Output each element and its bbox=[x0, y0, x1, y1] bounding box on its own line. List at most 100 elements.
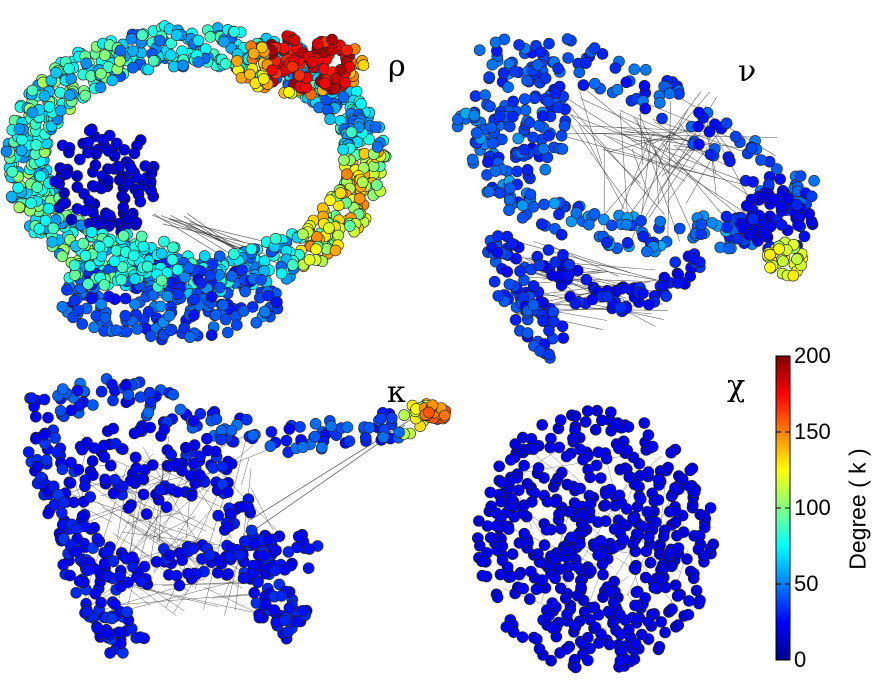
network-node bbox=[225, 424, 238, 437]
network-node bbox=[122, 212, 135, 225]
network-node bbox=[495, 476, 508, 488]
network-node bbox=[630, 528, 643, 540]
network-node bbox=[563, 258, 576, 271]
network-node bbox=[303, 543, 316, 555]
network-node bbox=[247, 47, 260, 60]
network-edge bbox=[630, 91, 702, 187]
network-node bbox=[694, 594, 706, 607]
network-node bbox=[50, 446, 63, 458]
network-node bbox=[660, 290, 673, 303]
network-node bbox=[764, 261, 776, 274]
network-node bbox=[65, 213, 78, 226]
network-node bbox=[266, 64, 278, 76]
network-edge bbox=[127, 577, 250, 611]
network-node bbox=[690, 584, 703, 597]
network-node bbox=[706, 217, 719, 229]
network-node bbox=[325, 420, 337, 433]
network-node bbox=[34, 170, 47, 182]
network-node bbox=[740, 200, 753, 212]
network-node bbox=[577, 519, 589, 532]
network-node bbox=[188, 309, 200, 321]
network-node bbox=[143, 386, 156, 399]
network-node bbox=[87, 206, 99, 219]
network-node bbox=[650, 516, 662, 529]
network-node bbox=[29, 410, 42, 423]
network-node bbox=[557, 249, 569, 261]
network-edge bbox=[241, 457, 250, 485]
network-node bbox=[209, 445, 222, 458]
network-node bbox=[239, 535, 251, 548]
panel-label-chi: χ bbox=[727, 369, 746, 404]
network-node bbox=[363, 421, 376, 434]
network-node bbox=[552, 472, 564, 484]
network-node bbox=[608, 541, 620, 554]
network-node bbox=[58, 187, 70, 199]
network-node bbox=[215, 433, 228, 446]
network-node bbox=[158, 423, 171, 436]
network-node bbox=[95, 67, 107, 80]
network-node bbox=[302, 562, 315, 575]
network-node bbox=[508, 65, 521, 78]
network-node bbox=[64, 569, 76, 582]
panel-label-rho: ρ bbox=[388, 49, 406, 84]
network-node bbox=[130, 462, 142, 475]
network-node bbox=[533, 259, 546, 272]
network-node bbox=[684, 464, 697, 477]
network-node bbox=[469, 90, 482, 102]
network-edge bbox=[579, 90, 602, 165]
network-node bbox=[31, 181, 44, 193]
network-node bbox=[486, 58, 499, 71]
network-node bbox=[303, 253, 316, 266]
network-node bbox=[244, 68, 256, 81]
network-node bbox=[275, 590, 288, 602]
network-node bbox=[113, 174, 126, 186]
network-node bbox=[106, 612, 118, 625]
network-node bbox=[163, 309, 176, 322]
network-node bbox=[513, 39, 525, 51]
network-node bbox=[84, 260, 96, 272]
network-node bbox=[552, 101, 564, 114]
network-node bbox=[688, 486, 701, 498]
network-node bbox=[610, 418, 623, 431]
network-node bbox=[65, 404, 78, 417]
network-node bbox=[792, 219, 804, 231]
network-node bbox=[617, 533, 630, 546]
network-node bbox=[663, 546, 676, 559]
network-node bbox=[641, 245, 653, 258]
network-node bbox=[99, 49, 111, 62]
network-node bbox=[484, 486, 497, 499]
network-node bbox=[614, 654, 627, 667]
network-node bbox=[178, 322, 191, 334]
network-node bbox=[194, 450, 206, 463]
network-node bbox=[771, 163, 783, 175]
network-node bbox=[222, 486, 234, 499]
network-node bbox=[476, 555, 488, 568]
network-node bbox=[722, 242, 735, 255]
network-node bbox=[63, 89, 76, 101]
network-node bbox=[85, 226, 98, 238]
network-node bbox=[71, 181, 84, 193]
network-node bbox=[77, 237, 89, 250]
network-node bbox=[57, 496, 70, 509]
network-node bbox=[638, 80, 651, 92]
network-node bbox=[707, 538, 720, 551]
network-node bbox=[109, 598, 121, 611]
network-node bbox=[377, 431, 390, 444]
network-node bbox=[231, 55, 243, 67]
network-node bbox=[86, 455, 99, 467]
network-node bbox=[12, 181, 25, 194]
network-node bbox=[329, 244, 342, 257]
network-node bbox=[164, 324, 177, 337]
network-node bbox=[747, 213, 759, 225]
network-node bbox=[484, 531, 497, 544]
network-node bbox=[206, 258, 219, 270]
network-node bbox=[311, 38, 324, 50]
network-node bbox=[31, 460, 44, 473]
network-node bbox=[234, 549, 246, 562]
network-node bbox=[597, 568, 609, 581]
network-edge bbox=[620, 112, 628, 213]
network-node bbox=[332, 229, 345, 242]
network-node bbox=[15, 144, 28, 157]
network-node bbox=[98, 439, 110, 452]
network-node bbox=[171, 457, 183, 470]
